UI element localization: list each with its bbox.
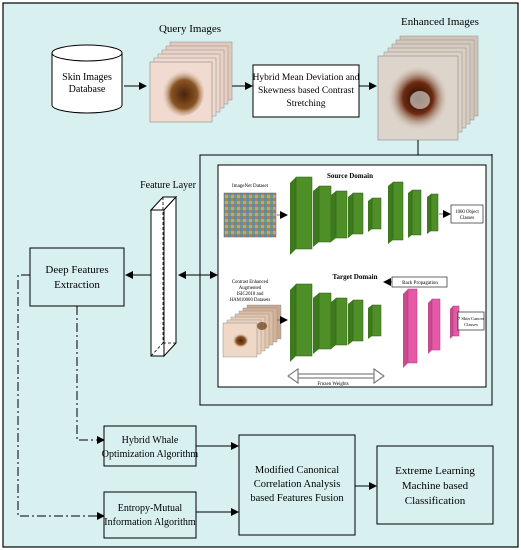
feature-layer-title: Feature Layer <box>140 180 196 191</box>
source-domain-label: Source Domain <box>327 172 373 180</box>
fusion-line3: based Features Fusion <box>250 493 344 504</box>
whale-line2: Optimization Algorithm <box>102 449 199 460</box>
fusion-line1: Modified Canonical <box>255 465 339 476</box>
feature-fusion-box <box>238 434 356 536</box>
skin-classes-line1: 7 Skin Cancer <box>458 316 484 321</box>
contrast-enh-line4: HAM10000 Datasets <box>230 298 271 303</box>
database-label-line2: Database <box>69 84 106 95</box>
contrast-line2: Skewness based Contrast <box>258 86 354 96</box>
contrast-line3: Stretching <box>286 99 325 109</box>
entropy-mutual-box <box>103 491 197 539</box>
query-images-title: Query Images <box>159 23 221 35</box>
deep-features-line2: Extraction <box>54 279 100 291</box>
skin-classes-line2: Classes <box>464 322 478 327</box>
skin-dataset-stack <box>222 304 282 358</box>
imagenet-mosaic <box>223 192 277 238</box>
entropy-line2: Information Algorithm <box>104 517 196 528</box>
fusion-line2: Correlation Analysis <box>254 479 341 490</box>
feature-layer-prism <box>149 195 178 358</box>
target-finetune-layers <box>403 288 460 368</box>
target-cnn-layers <box>290 283 382 362</box>
database-icon <box>51 44 123 114</box>
deep-features-box <box>29 247 125 307</box>
contrast-enh-line1: Contrast Enhanced <box>232 280 269 285</box>
connector-enhanced-to-transfer <box>199 140 419 275</box>
elm-line1: Extreme Learning <box>395 465 475 477</box>
dashed-to-whale <box>76 306 98 441</box>
object-classes-box <box>450 204 484 224</box>
contrast-enh-line2: Augmented <box>239 286 262 291</box>
frozen-weights-label: Frozen Weights <box>317 382 348 387</box>
source-cnn-layers <box>290 176 439 255</box>
contrast-stretching-box <box>252 64 360 118</box>
deep-features-line1: Deep Features <box>45 264 108 276</box>
query-images-stack <box>149 41 233 123</box>
contrast-enh-line3: ISIC2018 and <box>237 292 264 297</box>
connector-transfer-loop <box>199 154 493 406</box>
elm-line3: Classification <box>405 495 466 507</box>
dashed-to-entropy <box>17 274 98 517</box>
skin-classes-box <box>457 311 485 331</box>
back-propagation-label: Back Propagation <box>402 281 438 286</box>
object-classes-line2: Classes <box>460 216 475 221</box>
elm-classification-box <box>376 445 494 525</box>
elm-line2: Machine based <box>402 480 469 492</box>
whale-line1: Hybrid Whale <box>122 435 179 446</box>
database-label-line1: Skin Images <box>62 72 112 83</box>
enhanced-images-title: Enhanced Images <box>401 16 479 28</box>
object-classes-line1: 1000 Object <box>455 210 479 215</box>
whale-optimization-box <box>103 425 197 467</box>
contrast-line1: Hybrid Mean Deviation and <box>253 73 360 83</box>
imagenet-label: ImageNet Dataset <box>232 184 269 189</box>
target-domain-label: Target Domain <box>332 273 377 281</box>
enhanced-images-stack <box>377 35 479 141</box>
entropy-line1: Entropy-Mutual <box>118 503 183 514</box>
